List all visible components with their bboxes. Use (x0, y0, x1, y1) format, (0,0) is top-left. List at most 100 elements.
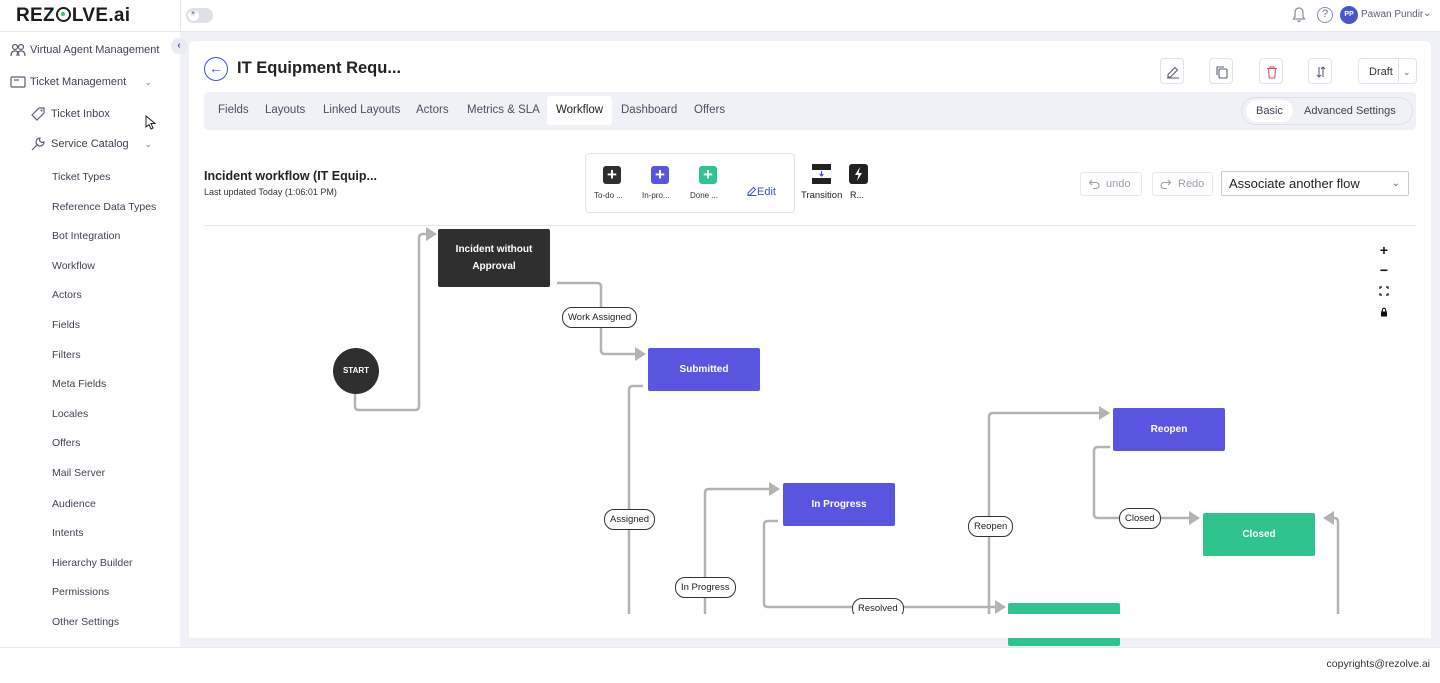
edge-label-in-progress[interactable]: In Progress (675, 577, 736, 598)
basic-settings-button[interactable]: Basic (1246, 100, 1293, 122)
sidebar-item-bot-integration[interactable]: Bot Integration (52, 230, 121, 242)
sidebar-item-filters[interactable]: Filters (52, 349, 81, 361)
rule-button[interactable] (849, 164, 868, 184)
sidebar-item-label: Ticket Inbox (51, 108, 110, 120)
sidebar-item-permissions[interactable]: Permissions (52, 586, 110, 598)
node-incident-without-approval[interactable]: Incident without Approval (438, 229, 550, 287)
sidebar-item-other-settings[interactable]: Other Settings (52, 616, 120, 628)
start-node[interactable]: START (333, 348, 379, 394)
sidebar-item-service-catalog[interactable]: Service Catalog ⌄ (0, 132, 180, 156)
sidebar: Virtual Agent Management Ticket Manageme… (0, 32, 180, 647)
edge-label-assigned[interactable]: Assigned (604, 509, 656, 530)
redo-icon (1160, 179, 1172, 190)
sidebar-item-label: Service Catalog (51, 138, 129, 150)
rule-label: R... (850, 190, 865, 200)
fit-view-button[interactable] (1376, 283, 1392, 299)
zoom-out-button[interactable]: − (1379, 262, 1389, 278)
copy-icon (1216, 66, 1228, 79)
canvas-bottom-edge (189, 614, 1431, 638)
sidebar-item-hierarchy-builder[interactable]: Hierarchy Builder (52, 557, 133, 569)
sidebar-item-workflow[interactable]: Workflow (52, 260, 95, 272)
sidebar-item-label: Ticket Management (30, 76, 127, 88)
sidebar-item-meta-fields[interactable]: Meta Fields (52, 378, 107, 390)
tag-icon (31, 107, 45, 121)
status-label: Draft (1369, 66, 1393, 78)
chevron-down-icon: ⌄ (1391, 178, 1400, 189)
status-dropdown[interactable]: Draft ⌄ (1358, 58, 1417, 84)
sidebar-item-virtual-agent[interactable]: Virtual Agent Management (0, 38, 180, 62)
delete-button[interactable] (1259, 58, 1283, 84)
edge-label-work-assigned[interactable]: Work Assigned (562, 307, 638, 328)
avatar[interactable]: PP (1340, 6, 1358, 24)
sidebar-item-label: Virtual Agent Management (30, 44, 160, 56)
add-todo-state-button[interactable]: + (603, 166, 621, 184)
advanced-settings-button[interactable]: Advanced Settings (1304, 105, 1396, 117)
tab-linked-layouts[interactable]: Linked Layouts (323, 104, 401, 116)
collapse-sidebar-button[interactable]: ‹ (171, 38, 187, 54)
lock-icon (1381, 307, 1387, 317)
tab-dashboard[interactable]: Dashboard (621, 104, 678, 116)
todo-label: To-do ... (594, 191, 623, 200)
sidebar-item-reference-data-types[interactable]: Reference Data Types (52, 201, 157, 213)
lightning-icon (855, 167, 862, 181)
transition-icon[interactable] (812, 164, 831, 184)
sidebar-item-intents[interactable]: Intents (52, 527, 84, 539)
cursor-icon (145, 115, 156, 130)
edge-label-closed[interactable]: Closed (1119, 508, 1161, 529)
add-in-progress-state-button[interactable]: + (651, 166, 669, 184)
tab-fields[interactable]: Fields (218, 104, 249, 116)
fit-view-icon (1379, 286, 1389, 296)
sidebar-item-fields[interactable]: Fields (52, 319, 81, 331)
tab-layouts[interactable]: Layouts (265, 104, 306, 116)
zoom-in-button[interactable]: + (1379, 242, 1389, 258)
chevron-down-icon[interactable]: ⌄ (1403, 67, 1411, 77)
chevron-down-icon[interactable]: ⌄ (1423, 8, 1432, 19)
tab-workflow[interactable]: Workflow (547, 96, 613, 125)
tab-metrics-sla[interactable]: Metrics & SLA (467, 104, 540, 116)
bell-icon[interactable] (1292, 7, 1306, 23)
chevron-down-icon[interactable]: ⌄ (144, 139, 152, 149)
tab-actors[interactable]: Actors (416, 104, 449, 116)
sidebar-item-ticket-types[interactable]: Ticket Types (52, 171, 111, 183)
chevron-down-icon[interactable]: ⌄ (144, 77, 152, 87)
users-icon (10, 43, 26, 57)
node-reopen[interactable]: Reopen (1113, 408, 1225, 451)
divider (1398, 59, 1399, 83)
divider (180, 0, 181, 32)
logo-o-icon (55, 7, 71, 22)
copy-button[interactable] (1209, 58, 1233, 84)
sun-icon: ☀ (189, 8, 198, 18)
sidebar-item-audience[interactable]: Audience (52, 498, 96, 510)
sidebar-item-actors[interactable]: Actors (52, 289, 82, 301)
back-button[interactable]: ← (204, 57, 228, 81)
sidebar-item-offers[interactable]: Offers (52, 437, 81, 449)
done-label: Done ... (690, 191, 719, 200)
workflow-title: Incident workflow (IT Equip... (204, 169, 377, 183)
node-in-progress[interactable]: In Progress (783, 483, 895, 526)
help-icon[interactable]: ? (1317, 7, 1333, 23)
redo-button[interactable]: Redo (1152, 172, 1213, 196)
sidebar-item-ticket-inbox[interactable]: Ticket Inbox (0, 102, 180, 126)
user-name[interactable]: Pawan Pundir (1361, 9, 1424, 20)
pencil-icon (1167, 66, 1179, 79)
page-title: IT Equipment Requ... (237, 59, 402, 77)
sidebar-item-locales[interactable]: Locales (52, 408, 89, 420)
theme-toggle[interactable]: ☀ (186, 8, 213, 23)
edit-button[interactable] (1160, 58, 1184, 84)
edge-label-reopen[interactable]: Reopen (968, 516, 1014, 537)
sort-button[interactable] (1308, 58, 1332, 84)
lock-button[interactable] (1376, 304, 1392, 320)
undo-button[interactable]: undo (1080, 172, 1142, 196)
transition-label: Transition (801, 190, 843, 201)
edit-states-link[interactable]: Edit (747, 186, 776, 198)
tab-offers[interactable]: Offers (694, 104, 726, 116)
associate-flow-select[interactable]: Associate another flow ⌄ (1221, 171, 1409, 196)
add-done-state-button[interactable]: + (699, 166, 717, 184)
node-submitted[interactable]: Submitted (648, 348, 760, 391)
undo-icon (1088, 179, 1100, 190)
node-closed[interactable]: Closed (1203, 513, 1315, 556)
sidebar-item-ticket-management[interactable]: Ticket Management ⌄ (0, 70, 180, 94)
sidebar-item-mail-server[interactable]: Mail Server (52, 467, 106, 479)
